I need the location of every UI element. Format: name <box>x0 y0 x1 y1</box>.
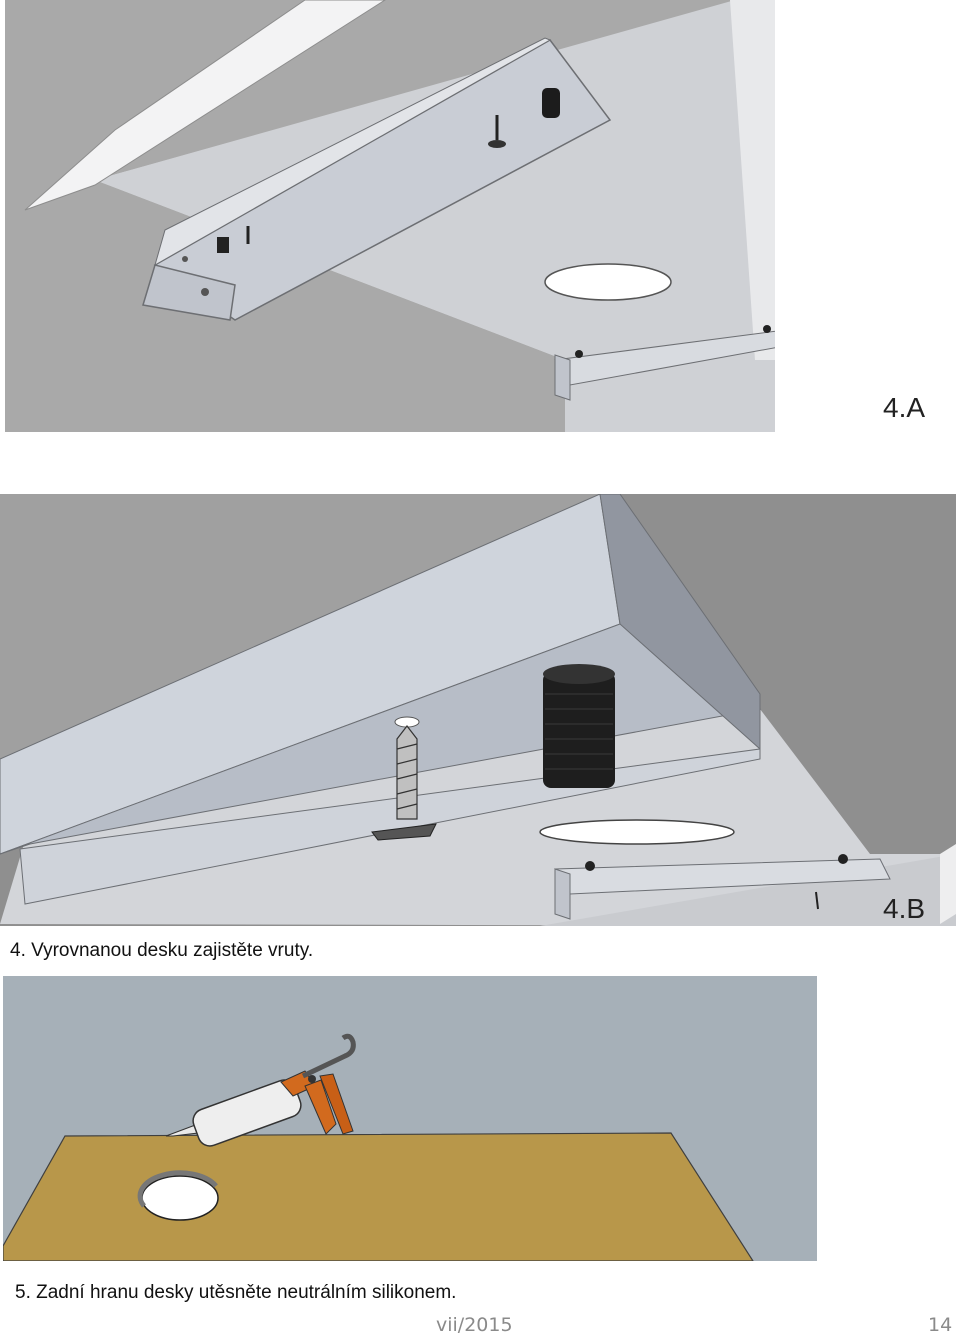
figure-4a <box>5 0 775 432</box>
step-4-caption: 4. Vyrovnanou desku zajistěte vruty. <box>10 940 314 961</box>
footer-date: vii/2015 <box>436 1314 513 1336</box>
figure-4a-tag: 4.A <box>883 392 926 423</box>
figure-4b-label: 4.B <box>883 893 926 924</box>
figure-5-illustration <box>3 976 817 1261</box>
figure-4b-illustration <box>0 494 956 926</box>
figure-5 <box>3 976 817 1261</box>
figure-4a-illustration <box>5 0 775 432</box>
figure-4b <box>0 494 956 926</box>
step-5-caption: 5. Zadní hranu desky utěsněte neutrálním… <box>15 1282 457 1303</box>
page-number: 14 <box>928 1314 953 1336</box>
